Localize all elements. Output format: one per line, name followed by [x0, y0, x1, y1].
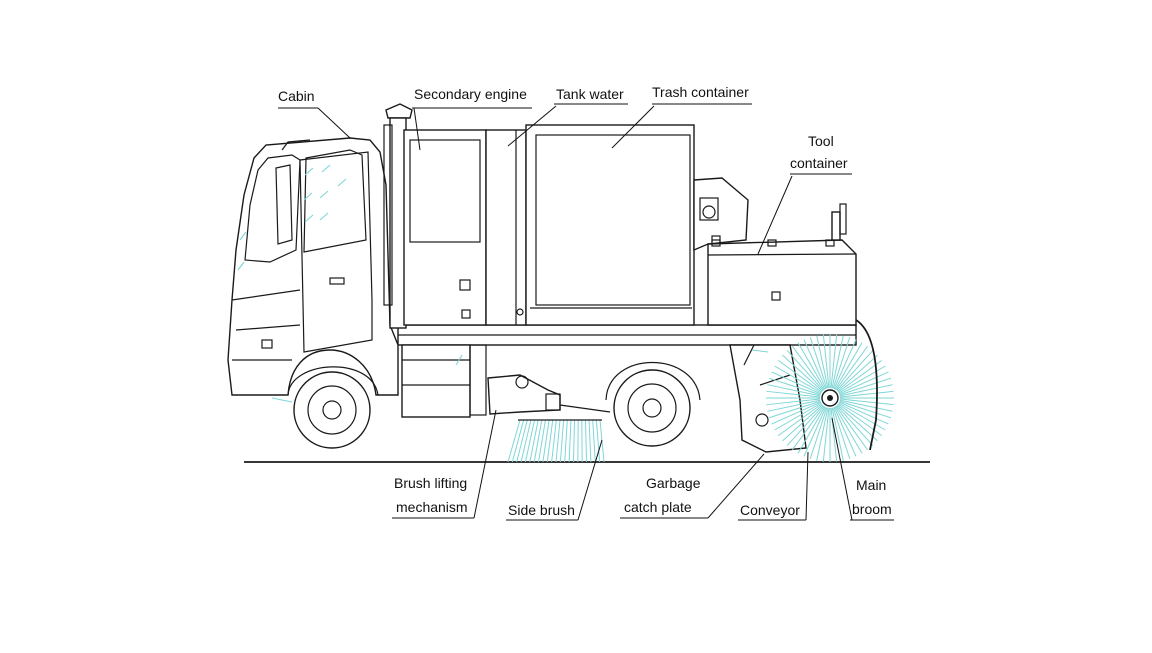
- label-brush-lifting-line1: Brush lifting: [394, 475, 467, 491]
- chassis: [398, 325, 856, 345]
- label-main-line2: broom: [852, 501, 892, 517]
- rear-wheel: [606, 363, 700, 447]
- dump-mechanism: [694, 178, 748, 250]
- side-brush-shape: [508, 420, 604, 462]
- label-tank-water: Tank water: [556, 86, 624, 102]
- label-conveyor: Conveyor: [740, 502, 800, 518]
- trash-container-box: [526, 125, 694, 325]
- cabin-shape: [228, 138, 398, 402]
- label-tool-line2: container: [790, 155, 848, 171]
- label-secondary-engine: Secondary engine: [414, 86, 527, 102]
- brush-lifting-mechanism-shape: [488, 375, 610, 414]
- label-brush-lifting-line2: mechanism: [396, 499, 468, 515]
- label-main-line1: Main: [856, 477, 886, 493]
- water-tank-box: [486, 130, 526, 325]
- underbody-box: [402, 345, 486, 417]
- secondary-engine-box: [404, 130, 486, 325]
- label-side-brush: Side brush: [508, 502, 575, 518]
- front-wheel: [288, 367, 378, 448]
- label-garbage-line2: catch plate: [624, 499, 692, 515]
- label-trash-container: Trash container: [652, 84, 749, 100]
- label-garbage-line1: Garbage: [646, 475, 701, 491]
- label-tool-line1: Tool: [808, 133, 834, 149]
- label-cabin: Cabin: [278, 88, 315, 104]
